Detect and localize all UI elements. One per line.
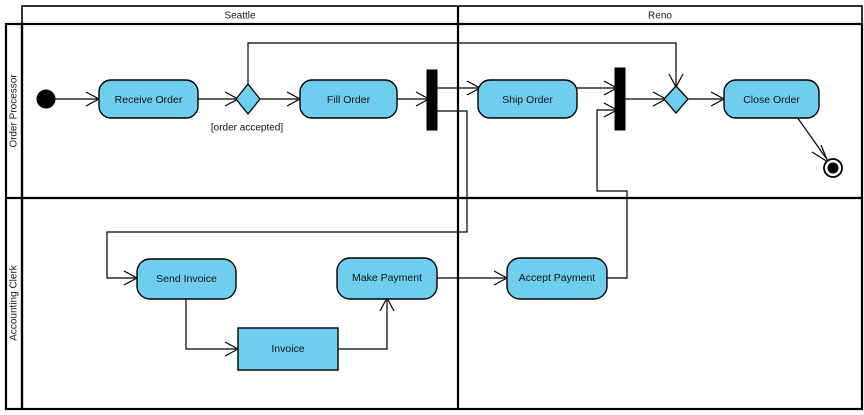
edge-send-invoice-to-invoice bbox=[185, 299, 236, 350]
action-ship-order[interactable]: Ship Order bbox=[477, 79, 578, 119]
action-fill-order-label: Fill Order bbox=[327, 94, 371, 106]
action-send-invoice[interactable]: Send Invoice bbox=[136, 258, 237, 300]
action-send-invoice-shape[interactable] bbox=[136, 258, 237, 300]
edge-accept-payment-to-join bbox=[596, 109, 628, 279]
edge-decision-to-merge bbox=[247, 42, 677, 86]
merge-node[interactable] bbox=[663, 85, 689, 114]
partition-frame bbox=[4, 5, 864, 411]
activity-final-dot bbox=[827, 162, 839, 174]
partition-label-accounting-clerk: Accounting Clerk bbox=[9, 264, 20, 341]
action-receive-order-shape[interactable] bbox=[98, 79, 199, 119]
partition-header-reno: Reno bbox=[648, 11, 672, 22]
edge-invoice-to-make-payment bbox=[338, 300, 388, 350]
initial-node[interactable] bbox=[36, 89, 56, 109]
action-close-order[interactable]: Close Order bbox=[723, 79, 820, 119]
action-ship-order-shape[interactable] bbox=[477, 79, 578, 119]
edge-close-order-to-final bbox=[796, 116, 827, 159]
action-accept-payment-label: Accept Payment bbox=[519, 272, 596, 284]
action-send-invoice-label: Send Invoice bbox=[156, 273, 217, 285]
arrowhead-final-node bbox=[811, 144, 830, 164]
action-make-payment-label: Make Payment bbox=[352, 272, 422, 284]
action-receive-order[interactable]: Receive Order bbox=[98, 79, 199, 119]
guard-order-accepted: [order accepted] bbox=[211, 123, 283, 134]
activity-final-node[interactable] bbox=[823, 158, 843, 178]
edge-fork-to-send-invoice bbox=[106, 110, 468, 279]
action-fill-order[interactable]: Fill Order bbox=[299, 79, 398, 119]
object-node-invoice[interactable]: Invoice bbox=[237, 327, 339, 371]
action-close-order-label: Close Order bbox=[743, 94, 800, 106]
control-flow-edges bbox=[55, 42, 830, 357]
action-make-payment[interactable]: Make Payment bbox=[336, 257, 438, 300]
partition-header-seattle: Seattle bbox=[224, 11, 256, 22]
join-bar[interactable] bbox=[614, 67, 626, 131]
partition-label-order-processor: Order Processor bbox=[9, 74, 20, 148]
partition-grid bbox=[20, 22, 864, 411]
action-accept-payment-shape[interactable] bbox=[506, 257, 608, 300]
action-fill-order-shape[interactable] bbox=[299, 79, 398, 119]
decision-node[interactable] bbox=[235, 82, 261, 116]
object-node-invoice-shape[interactable] bbox=[237, 327, 339, 371]
action-accept-payment[interactable]: Accept Payment bbox=[506, 257, 608, 300]
action-make-payment-shape[interactable] bbox=[336, 257, 438, 300]
column-header-band bbox=[21, 5, 863, 25]
action-receive-order-label: Receive Order bbox=[115, 94, 183, 106]
action-ship-order-label: Ship Order bbox=[502, 94, 553, 106]
object-node-invoice-label: Invoice bbox=[271, 343, 304, 355]
fork-bar[interactable] bbox=[426, 69, 438, 131]
action-close-order-shape[interactable] bbox=[723, 79, 820, 119]
